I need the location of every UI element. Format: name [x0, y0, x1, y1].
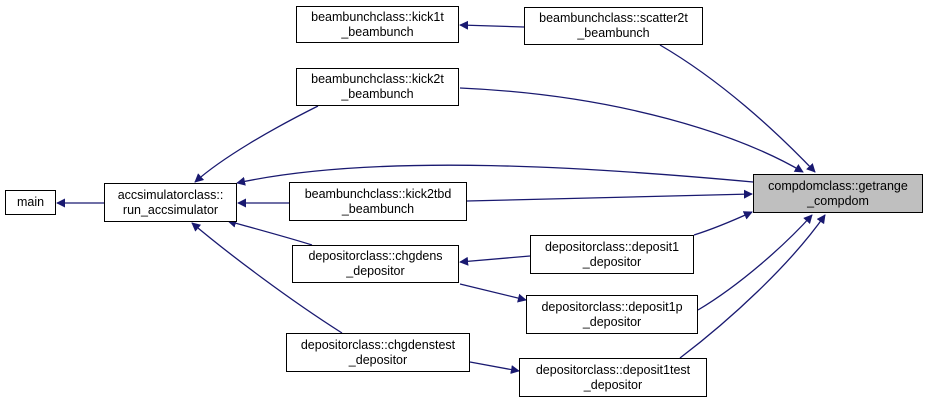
node-main-label: main	[16, 195, 45, 209]
edge-deposit1-to-chgdens	[459, 255, 531, 266]
node-deposit1test-label: depositorclass::deposit1test _depositor	[535, 362, 691, 392]
node-deposit1p-label: depositorclass::deposit1p _depositor	[541, 299, 683, 329]
edge-getrange-to-kick2t	[459, 87, 804, 173]
node-deposit1-label: depositorclass::deposit1 _depositor	[544, 239, 680, 269]
node-kick2t-label: beambunchclass::kick2t _beambunch	[311, 72, 444, 101]
edge-getrange-to-deposit1test	[679, 214, 826, 359]
node-kick2tbd[interactable]: beambunchclass::kick2tbd _beambunch	[289, 182, 467, 221]
node-main[interactable]: main	[5, 190, 56, 215]
edge-getrange-to-deposit1p	[697, 214, 813, 311]
node-kick2t[interactable]: beambunchclass::kick2t _beambunch	[296, 68, 459, 106]
node-getrange-focus[interactable]: compdomclass::getrange _compdom	[753, 174, 923, 213]
edge-getrange-to-run_accsimulator	[236, 164, 754, 186]
node-chgdenstest-label: depositorclass::chgdenstest _depositor	[300, 337, 456, 367]
node-deposit1p[interactable]: depositorclass::deposit1p _depositor	[526, 295, 698, 334]
edge-chgdenstest-to-run_accsimulator	[191, 222, 343, 334]
node-chgdens-label: depositorclass::chgdens _depositor	[308, 249, 443, 278]
node-run-accsimulator[interactable]: accsimulatorclass:: run_accsimulator	[104, 183, 237, 222]
edge-getrange-to-deposit1	[693, 211, 753, 236]
node-chgdens[interactable]: depositorclass::chgdens _depositor	[292, 245, 459, 283]
node-chgdenstest[interactable]: depositorclass::chgdenstest _depositor	[286, 333, 470, 372]
node-deposit1test[interactable]: depositorclass::deposit1test _depositor	[519, 358, 707, 397]
node-getrange-label: compdomclass::getrange _compdom	[768, 178, 908, 208]
edge-deposit1test-to-chgdenstest	[469, 361, 520, 374]
node-scatter2t[interactable]: beambunchclass::scatter2t _beambunch	[524, 7, 703, 45]
edge-deposit1p-to-chgdens	[459, 283, 527, 303]
node-run-accsimulator-label: accsimulatorclass:: run_accsimulator	[117, 187, 224, 217]
node-deposit1[interactable]: depositorclass::deposit1 _depositor	[530, 235, 694, 274]
node-kick1t[interactable]: beambunchclass::kick1t _beambunch	[296, 6, 459, 43]
node-kick1t-label: beambunchclass::kick1t _beambunch	[311, 9, 444, 39]
edge-getrange-to-kick2tbd	[466, 189, 753, 202]
edge-kick2t-to-run_accsimulator	[194, 105, 319, 183]
node-kick2tbd-label: beambunchclass::kick2tbd _beambunch	[304, 186, 452, 216]
node-scatter2t-label: beambunchclass::scatter2t _beambunch	[539, 11, 688, 40]
edge-getrange-to-scatter2t	[659, 44, 816, 173]
edge-chgdens-to-run_accsimulator	[227, 218, 313, 246]
edge-scatter2t-to-kick1t	[459, 20, 525, 30]
